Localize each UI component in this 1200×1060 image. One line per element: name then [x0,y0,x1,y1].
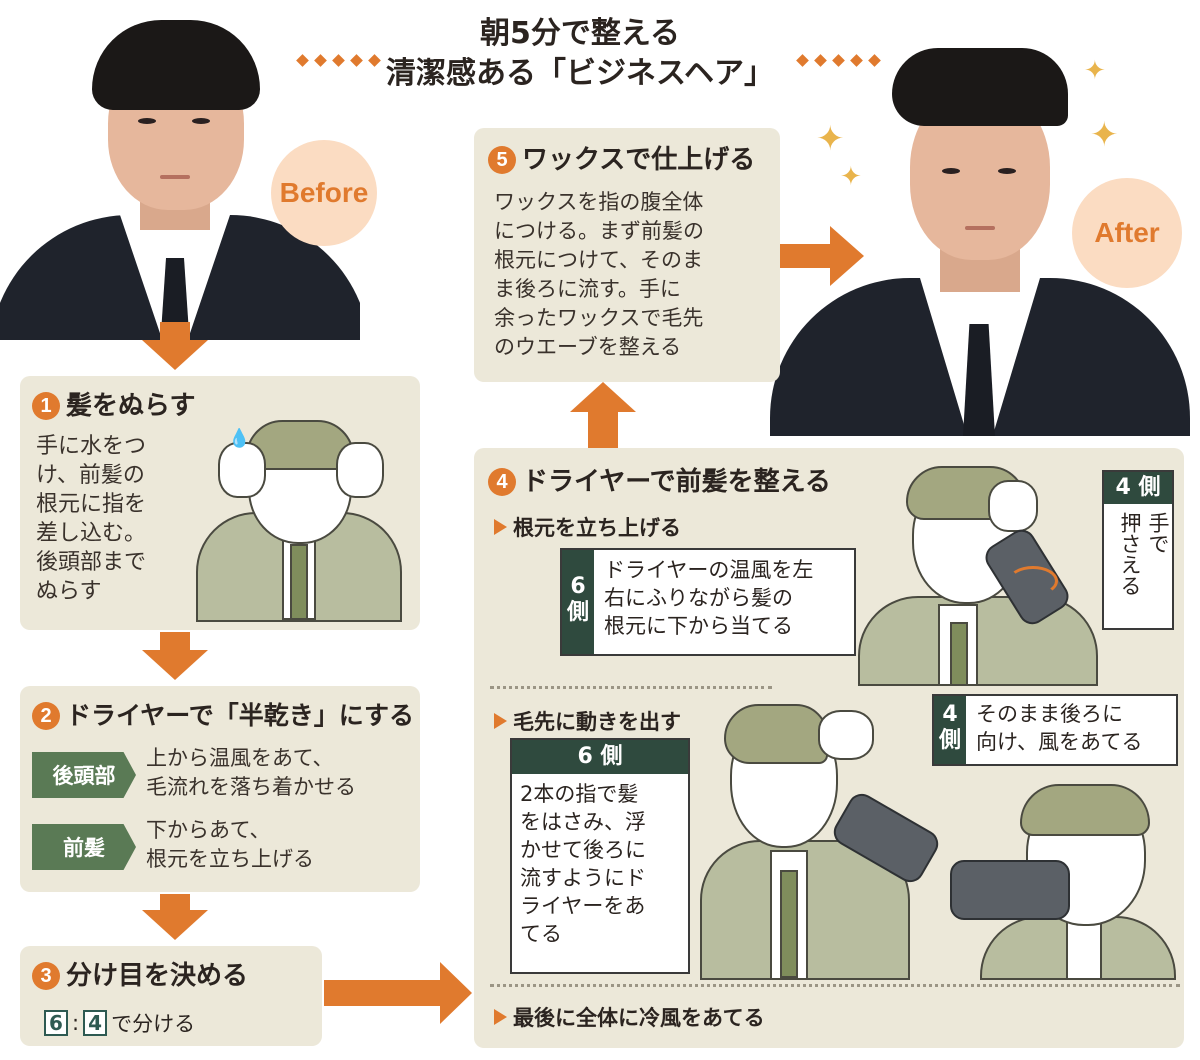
after-photo [760,28,1200,436]
callout-6-side-a [560,548,856,656]
arrow-icon [142,340,208,370]
callout-4b-text: そのまま後ろに 向け、風をあてる [976,702,1143,754]
title-line2: 清潔感ある「ビジネスヘア」 [386,56,774,91]
ratio-suffix: で分ける [111,1012,196,1036]
callout-6a-label: 6 側 [562,550,594,654]
sparkle-icon: ✦ [816,119,845,159]
step4-heading: 4 ドライヤーで前髪を整える [488,466,831,498]
callout-6b-text: 2本の指で髪 をはさみ、浮 かせて後ろに 流すようにド ライヤーをあ てる [520,782,646,946]
step4-title: ドライヤーで前髪を整える [522,467,831,497]
step4-illustration-b [700,690,950,980]
callout-6b-label: 6 側 [512,740,688,774]
step2-heading: 2 ドライヤーで「半乾き」にする [32,700,414,732]
step3-title: 分け目を決める [66,961,249,991]
step4-illustration-c [950,780,1182,980]
step2-text-back: 上から温風をあて、 毛流れを落ち着かせる [146,746,356,799]
step5-panel [474,128,780,382]
callout-4a-text: 手で 押さえる [1118,512,1170,596]
step2-tag-back: 後頭部 [32,752,136,798]
arrow-icon [570,382,636,412]
arrow-icon [830,226,864,286]
step4-sub2-label: 毛先に動きを出す [513,710,681,734]
title-line1: 朝5分で整える [480,16,680,51]
step4-divider-1 [490,686,772,689]
step4-sub1-label: 根元を立ち上げる [513,516,681,540]
callout-6a-text: ドライヤーの温風を左 右にふりながら髪の 根元に下から当てる [604,558,814,638]
step4-illustration-a [858,456,1108,686]
arrow-icon [780,244,832,268]
sparkle-icon: ✦ [1084,56,1106,86]
arrow-icon [588,410,618,448]
step3-number: 3 [32,962,60,990]
callout-4a-label: 4 側 [1104,472,1172,504]
step1-title: 髪をぬらす [66,391,196,421]
callout-4b-label: 4 側 [934,696,966,764]
callout-4-side-b [932,694,1178,766]
step3-panel [20,946,322,1046]
step2-tag-bangs: 前髪 [32,824,136,870]
page-title: 朝5分で整える 清潔感ある「ビジネスヘア」 [300,14,860,94]
step5-heading: 5 ワックスで仕上げる [488,144,755,176]
after-badge: After [1072,178,1182,288]
arrow-icon [142,910,208,940]
arrow-icon [142,650,208,680]
step2-title: ドライヤーで「半乾き」にする [66,701,415,730]
step1-heading: 1 髪をぬらす [32,390,195,422]
arrow-icon [324,980,442,1006]
step4-number: 4 [488,468,516,496]
step3-ratio: 6 : 4 で分ける [44,1008,195,1038]
sparkle-icon: ✦ [840,162,862,192]
callout-6-side-b [510,738,690,974]
step2-number: 2 [32,702,60,730]
step4-sub3: 最後に全体に冷風をあてる [494,1002,765,1032]
step4-divider-2 [490,984,1180,987]
step2-text-bangs: 下からあて、 根元を立ち上げる [146,818,314,871]
before-photo [0,0,360,340]
step1-number: 1 [32,392,60,420]
arrow-icon [160,322,190,342]
sparkle-icon: ✦ [1090,115,1119,155]
hair-dryer-icon [950,860,1070,920]
step5-text: ワックスを指の腹全体 につける。まず前髪の 根元につけて、そのま ま後ろに流す。… [494,190,704,359]
arrow-icon [160,632,190,652]
before-badge: Before [271,140,377,246]
ratio-four: 4 [83,1010,108,1036]
ratio-colon: : [72,1011,80,1035]
step4-sub2: 毛先に動きを出す [494,706,681,736]
step4-sub3-label: 最後に全体に冷風をあてる [513,1006,765,1030]
arrow-icon [160,894,190,912]
step3-heading: 3 分け目を決める [32,960,248,992]
step1-illustration: 💧 [190,384,414,624]
step4-sub1: 根元を立ち上げる [494,512,681,542]
step1-text: 手に水をつ け、前髪の 根元に指を 差し込む。 後頭部まで ぬらす [36,434,147,604]
arrow-icon [440,962,472,1024]
step5-title: ワックスで仕上げる [522,145,756,175]
step5-number: 5 [488,146,516,174]
water-drop-icon: 💧 [228,428,251,449]
ratio-six: 6 [44,1010,68,1036]
